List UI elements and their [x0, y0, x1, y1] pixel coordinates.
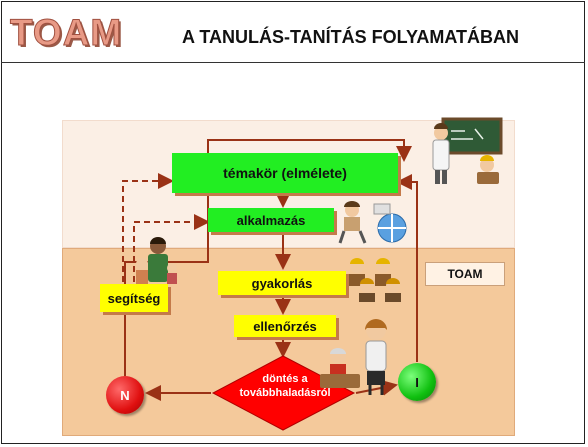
- decision-line-2: továbbhaladásról: [239, 387, 331, 399]
- node-gyakorlas: gyakorlás: [218, 271, 346, 295]
- node-temakor: témakör (elmélete): [172, 153, 398, 193]
- arrow-dontes-i: [355, 379, 398, 396]
- toam-label: TOAM: [425, 262, 505, 286]
- student-ball-illustration: [338, 201, 407, 244]
- person-at-desk-illustration: [320, 348, 360, 388]
- node-alkalmazas: alkalmazás: [208, 208, 334, 232]
- node-ellenorzes: ellenőrzés: [234, 315, 336, 337]
- decision-label: döntés a továbbhaladásról: [215, 372, 355, 400]
- dashed-arrow-to-temakor: [122, 173, 174, 282]
- decision-line-1: döntés a: [262, 373, 308, 385]
- teacher-children-illustration: [136, 237, 177, 284]
- toam-logo: TOAM: [9, 12, 123, 54]
- arrow-i-up: [396, 174, 418, 362]
- student-group-illustration: [349, 258, 401, 302]
- woman-presenter-illustration: [365, 319, 387, 395]
- arrow-n-up: [124, 139, 412, 376]
- header-divider: [1, 62, 585, 63]
- circle-i: I: [398, 363, 436, 401]
- node-segitseg: segítség: [100, 284, 168, 312]
- page-title: A TANULÁS-TANÍTÁS FOLYAMATÁBAN: [182, 27, 519, 47]
- circle-n: N: [106, 376, 144, 414]
- teacher-blackboard-illustration: [432, 117, 503, 184]
